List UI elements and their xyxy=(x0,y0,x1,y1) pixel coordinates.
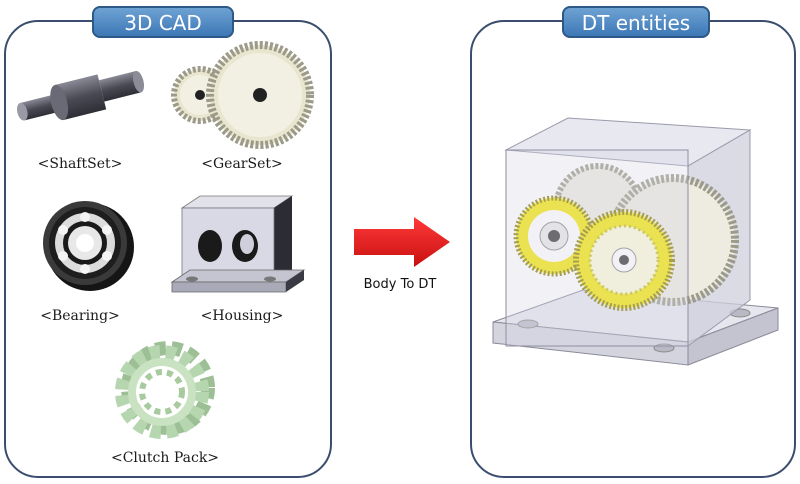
housing-model xyxy=(170,195,306,293)
gearset-label: <GearSet> xyxy=(201,156,283,172)
bearing-label: <Bearing> xyxy=(40,308,120,324)
cad-panel-title: 3D CAD xyxy=(92,6,234,38)
clutch-pack-label: <Clutch Pack> xyxy=(110,450,220,466)
dt-assembly-model xyxy=(492,117,779,366)
arrow-label: Body To DT xyxy=(363,277,437,292)
shaftset-label: <ShaftSet> xyxy=(37,156,123,172)
gearset-model xyxy=(171,41,314,149)
body-to-dt-arrow xyxy=(354,217,450,267)
bearing-model xyxy=(43,201,134,291)
dt-panel-title: DT entities xyxy=(562,6,710,38)
housing-label: <Housing> xyxy=(200,308,284,324)
shaft-model xyxy=(16,70,145,121)
clutch-pack-model xyxy=(115,341,215,439)
